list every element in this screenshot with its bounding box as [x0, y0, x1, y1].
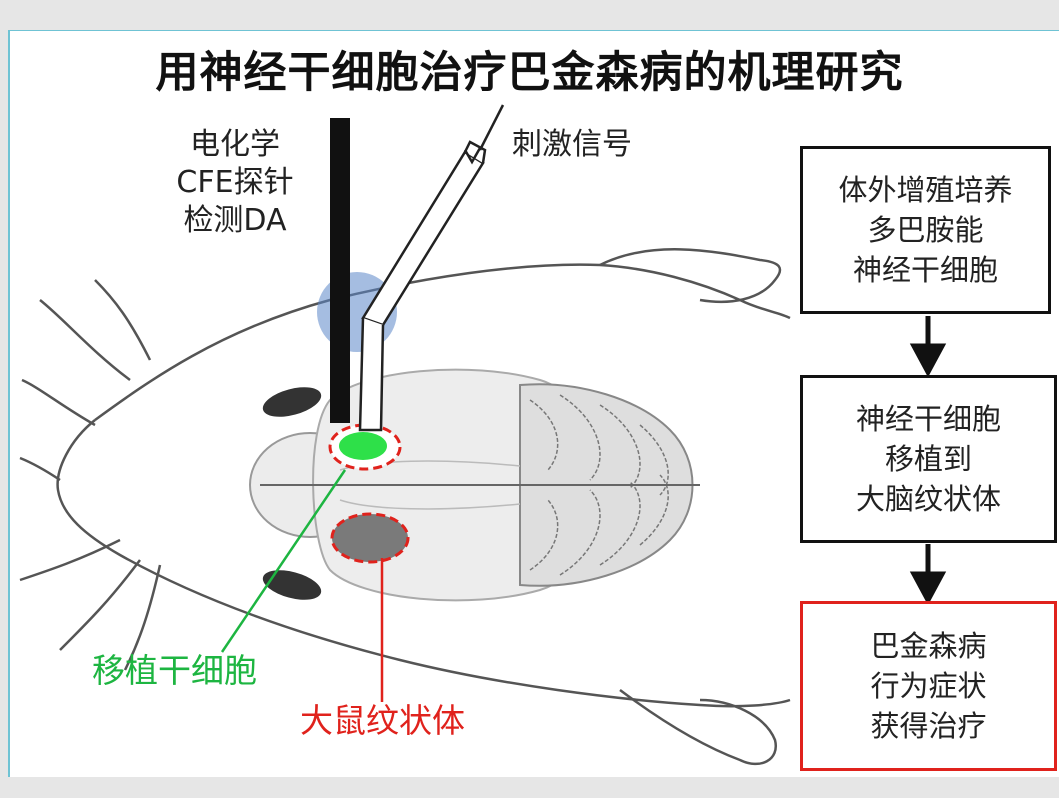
- flow-step-line: 移植到: [885, 439, 972, 479]
- flow-step-line: 行为症状: [870, 666, 986, 706]
- brain: [250, 370, 700, 601]
- rat-eye-upper: [260, 382, 325, 423]
- transplant-stem-cell-label: 移植干细胞: [92, 652, 257, 690]
- flow-step-line: 多巴胺能: [867, 210, 983, 250]
- rat-eye-lower: [260, 565, 325, 606]
- flow-step-line: 获得治疗: [870, 706, 986, 746]
- flow-step-line: 神经干细胞: [856, 399, 1001, 439]
- flow-step-line: 大脑纹状体: [856, 479, 1001, 519]
- flow-step-line: 神经干细胞: [853, 250, 998, 290]
- striatum-red-target: [332, 514, 408, 562]
- diagram-title: 用神经干细胞治疗巴金森病的机理研究: [0, 38, 1059, 100]
- flow-step-transplant: 神经干细胞 移植到 大脑纹状体: [800, 375, 1057, 543]
- flow-step-line: 体外增殖培养: [838, 170, 1012, 210]
- probe-label-line: CFE探针: [160, 164, 310, 202]
- probe-label-line: 检测DA: [160, 202, 310, 240]
- stim-signal-label: 刺激信号: [512, 126, 632, 164]
- stim-signal-arrow: [480, 105, 503, 150]
- rat-striatum-label: 大鼠纹状体: [300, 702, 465, 740]
- flow-step-treatment: 巴金森病 行为症状 获得治疗: [800, 601, 1057, 771]
- probe-label: 电化学 CFE探针 检测DA: [160, 126, 310, 240]
- flow-step-culture: 体外增殖培养 多巴胺能 神经干细胞: [800, 146, 1051, 314]
- flow-step-line: 巴金森病: [870, 626, 986, 666]
- cfe-probe: [330, 118, 350, 423]
- probe-label-line: 电化学: [160, 126, 310, 164]
